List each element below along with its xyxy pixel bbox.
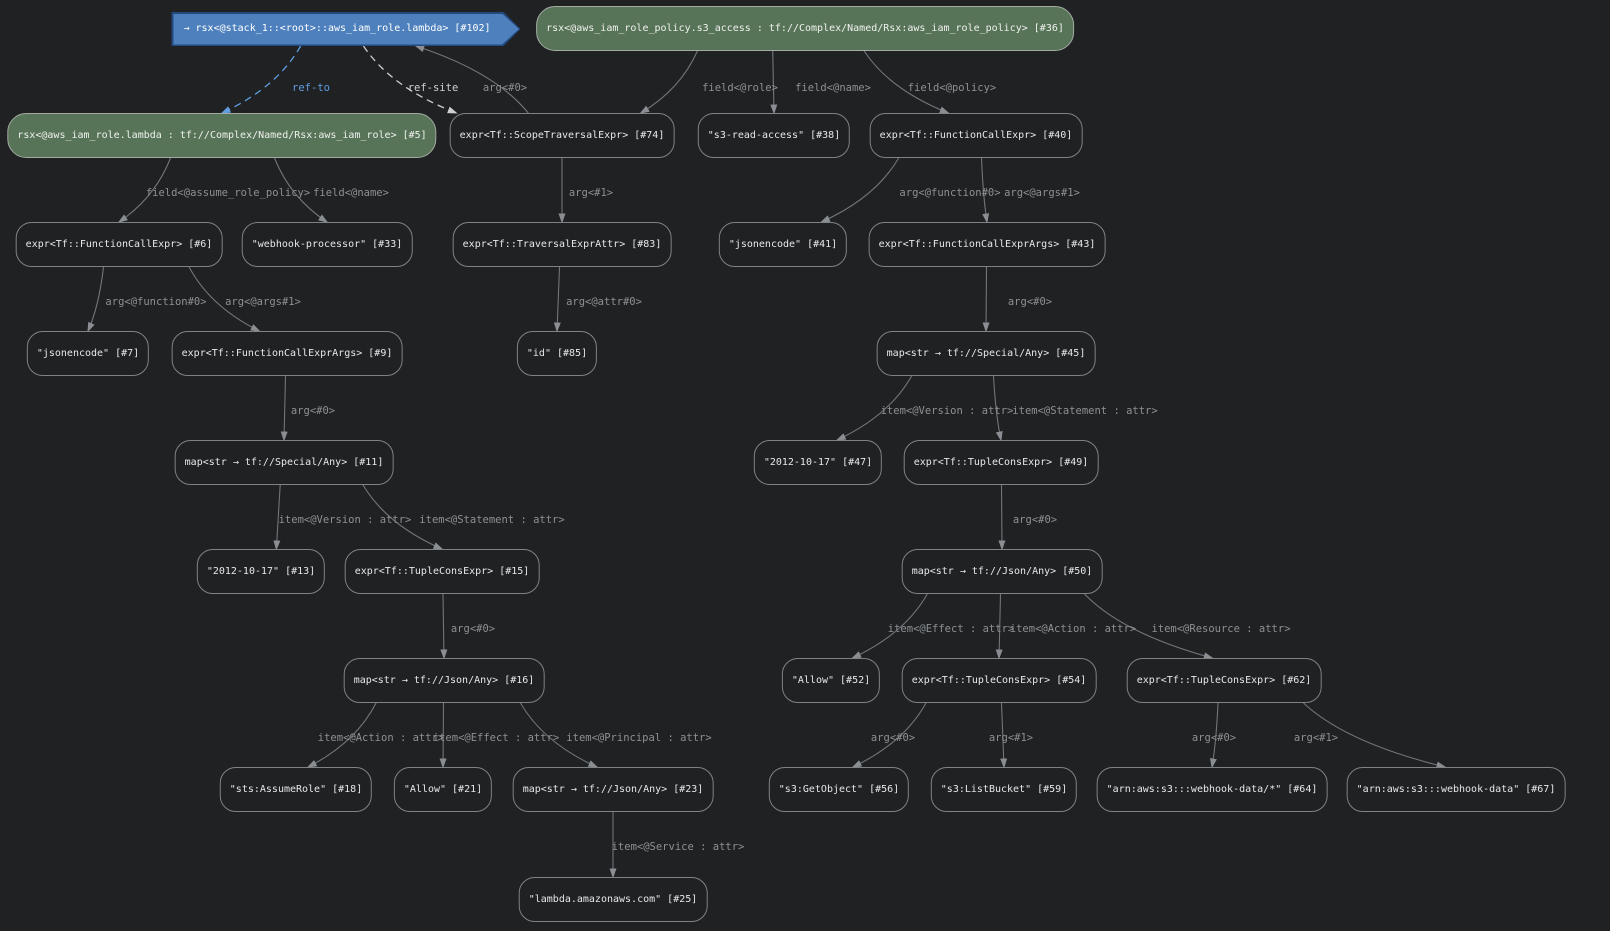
edge-paths	[87, 45, 1447, 879]
edge-label-74-102: arg<#0>	[483, 82, 527, 94]
edge-50-62	[1084, 593, 1214, 660]
edge-label-49-50: arg<#0>	[1013, 514, 1057, 526]
edge-label-83-85: arg<@attr#0>	[566, 296, 642, 308]
edge-83-85	[553, 266, 561, 333]
edge-label-6-9: arg<@args#1>	[225, 296, 301, 308]
edge-49-50	[998, 484, 1006, 551]
edge-9-11	[280, 375, 288, 442]
edge-6-9	[188, 266, 261, 332]
edge-label-36-74: field<@role>	[702, 82, 778, 94]
edge-label-9-11: arg<#0>	[291, 405, 335, 417]
edge-label-11-13: item<@Version : attr>	[279, 514, 412, 526]
edge-45-47	[835, 375, 913, 441]
edge-5-6	[117, 157, 172, 223]
edge-62-67	[1303, 702, 1447, 769]
edge-label-23-25: item<@Service : attr>	[612, 841, 745, 853]
edge-label-15-16: arg<#0>	[451, 623, 495, 635]
edge-74-102	[414, 45, 529, 114]
edge-label-5-33: field<@name>	[313, 187, 389, 199]
edge-62-64	[1209, 702, 1219, 769]
edge-label-16-21: item<@Effect : attr>	[433, 732, 559, 744]
edge-40-41	[820, 157, 900, 223]
edge-label-102-5: ref-to	[292, 82, 330, 94]
edge-label-11-15: item<@Statement : attr>	[419, 514, 564, 526]
edge-label-36-40: field<@policy>	[908, 82, 997, 94]
edge-15-16	[440, 593, 448, 660]
edge-label-54-59: arg<#1>	[989, 732, 1033, 744]
edge-16-21	[439, 702, 447, 769]
edge-43-45	[982, 266, 990, 333]
edge-102-5	[220, 45, 302, 114]
edge-label-6-7: arg<@function#0>	[105, 296, 206, 308]
edge-36-74	[639, 50, 698, 114]
edge-label-50-54: item<@Action : attr>	[1010, 623, 1136, 635]
edge-16-23	[519, 702, 599, 768]
edge-16-18	[306, 702, 377, 768]
edge-40-43	[980, 157, 990, 224]
edge-label-45-47: item<@Version : attr>	[881, 405, 1014, 417]
edge-label-50-62: item<@Resource : attr>	[1151, 623, 1290, 635]
edge-label-40-43: arg<@args#1>	[1004, 187, 1080, 199]
edge-label-45-49: item<@Statement : attr>	[1012, 405, 1157, 417]
edge-label-16-23: item<@Principal : attr>	[566, 732, 711, 744]
edge-54-56	[851, 702, 927, 768]
edge-11-15	[362, 484, 444, 550]
edge-11-13	[273, 484, 281, 551]
edge-labels: ref-to ref-site arg<#0> field<@role> field<@…	[105, 82, 1338, 853]
edge-5-33	[273, 157, 329, 223]
edge-label-5-6: field<@assume_role_policy>	[146, 187, 310, 199]
edge-50-52	[851, 593, 928, 659]
edge-36-40	[863, 50, 950, 114]
edge-label-43-45: arg<#0>	[1008, 296, 1052, 308]
edge-label-74-83: arg<#1>	[569, 187, 613, 199]
edge-102-74	[362, 45, 458, 114]
edge-6-7	[87, 266, 105, 333]
edge-36-38	[770, 50, 778, 115]
edge-45-49	[992, 375, 1003, 442]
edge-50-54	[995, 593, 1003, 660]
edge-label-102-74: ref-site	[408, 82, 459, 94]
edge-label-50-52: item<@Effect : attr>	[888, 623, 1014, 635]
edge-54-59	[1000, 702, 1008, 769]
edge-label-62-64: arg<#0>	[1192, 732, 1236, 744]
edge-label-40-41: arg<@function#0>	[899, 187, 1000, 199]
edge-label-36-38: field<@name>	[795, 82, 871, 94]
edge-label-54-56: arg<#0>	[871, 732, 915, 744]
edge-label-62-67: arg<#1>	[1294, 732, 1338, 744]
edge-label-16-18: item<@Action : attr>	[318, 732, 444, 744]
